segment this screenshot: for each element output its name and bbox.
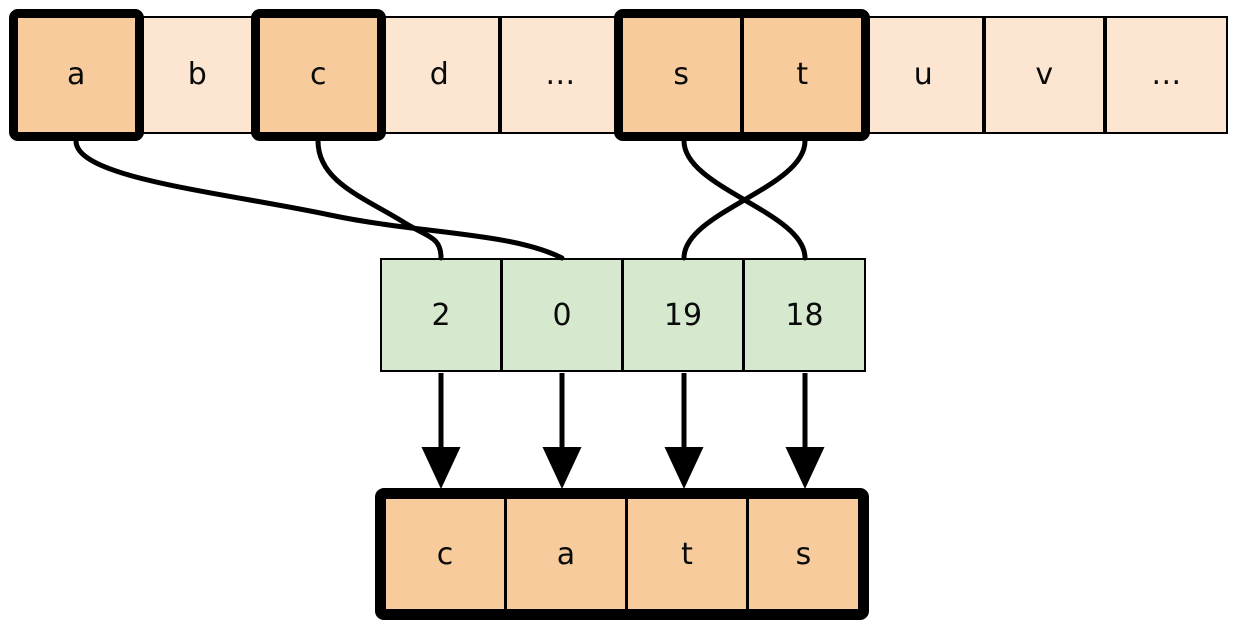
alphabet-cell-t: t — [742, 16, 863, 134]
index-cell-value: 2 — [431, 297, 451, 333]
alphabet-cell-label: d — [429, 57, 450, 92]
link-c-to-index-2 — [315, 138, 444, 261]
alphabet-cell-label: t — [796, 57, 809, 92]
index-vector: 2 0 19 18 — [380, 258, 866, 372]
output-cell-label: a — [556, 536, 576, 572]
decoded-word-row: c a t s — [375, 488, 869, 620]
index-cell-value: 0 — [552, 297, 572, 333]
output-cell-3: s — [747, 497, 860, 611]
link-t-to-index-19 — [681, 138, 808, 261]
output-cell-label: s — [795, 536, 812, 572]
output-cell-1: a — [505, 497, 627, 611]
index-cell-value: 18 — [785, 297, 824, 333]
link-s-to-index-18 — [681, 138, 808, 261]
output-cell-2: t — [626, 497, 748, 611]
alphabet-cell-label: u — [913, 57, 934, 92]
alphabet-cell-label: v — [1035, 57, 1054, 92]
alphabet-cell-label: c — [310, 57, 327, 92]
alphabet-cell-a: a — [16, 16, 137, 134]
alphabet-cell-ellipsis-1: ... — [500, 16, 621, 134]
output-cell-label: c — [436, 536, 454, 572]
index-cell-2: 19 — [622, 258, 744, 372]
index-cell-0: 2 — [380, 258, 502, 372]
alphabet-cell-label: a — [67, 57, 86, 92]
alphabet-cell-c: c — [258, 16, 379, 134]
alphabet-cell-label: s — [673, 57, 690, 92]
alphabet-cell-d: d — [379, 16, 500, 134]
alphabet-cell-label: ... — [1151, 57, 1182, 92]
index-cell-value: 19 — [663, 297, 703, 333]
index-cell-3: 18 — [743, 258, 866, 372]
alphabet-cell-s: s — [621, 16, 742, 134]
alphabet-cell-b: b — [137, 16, 258, 134]
index-cell-1: 0 — [501, 258, 623, 372]
link-a-to-index-0 — [73, 138, 565, 261]
output-cell-label: t — [681, 536, 693, 572]
output-cell-0: c — [384, 497, 506, 611]
alphabet-cell-u: u — [863, 16, 984, 134]
alphabet-cell-label: ... — [545, 57, 576, 92]
alphabet-cell-label: b — [187, 57, 208, 92]
alphabet-cell-v: v — [984, 16, 1105, 134]
alphabet-cell-ellipsis-2: ... — [1105, 16, 1228, 134]
